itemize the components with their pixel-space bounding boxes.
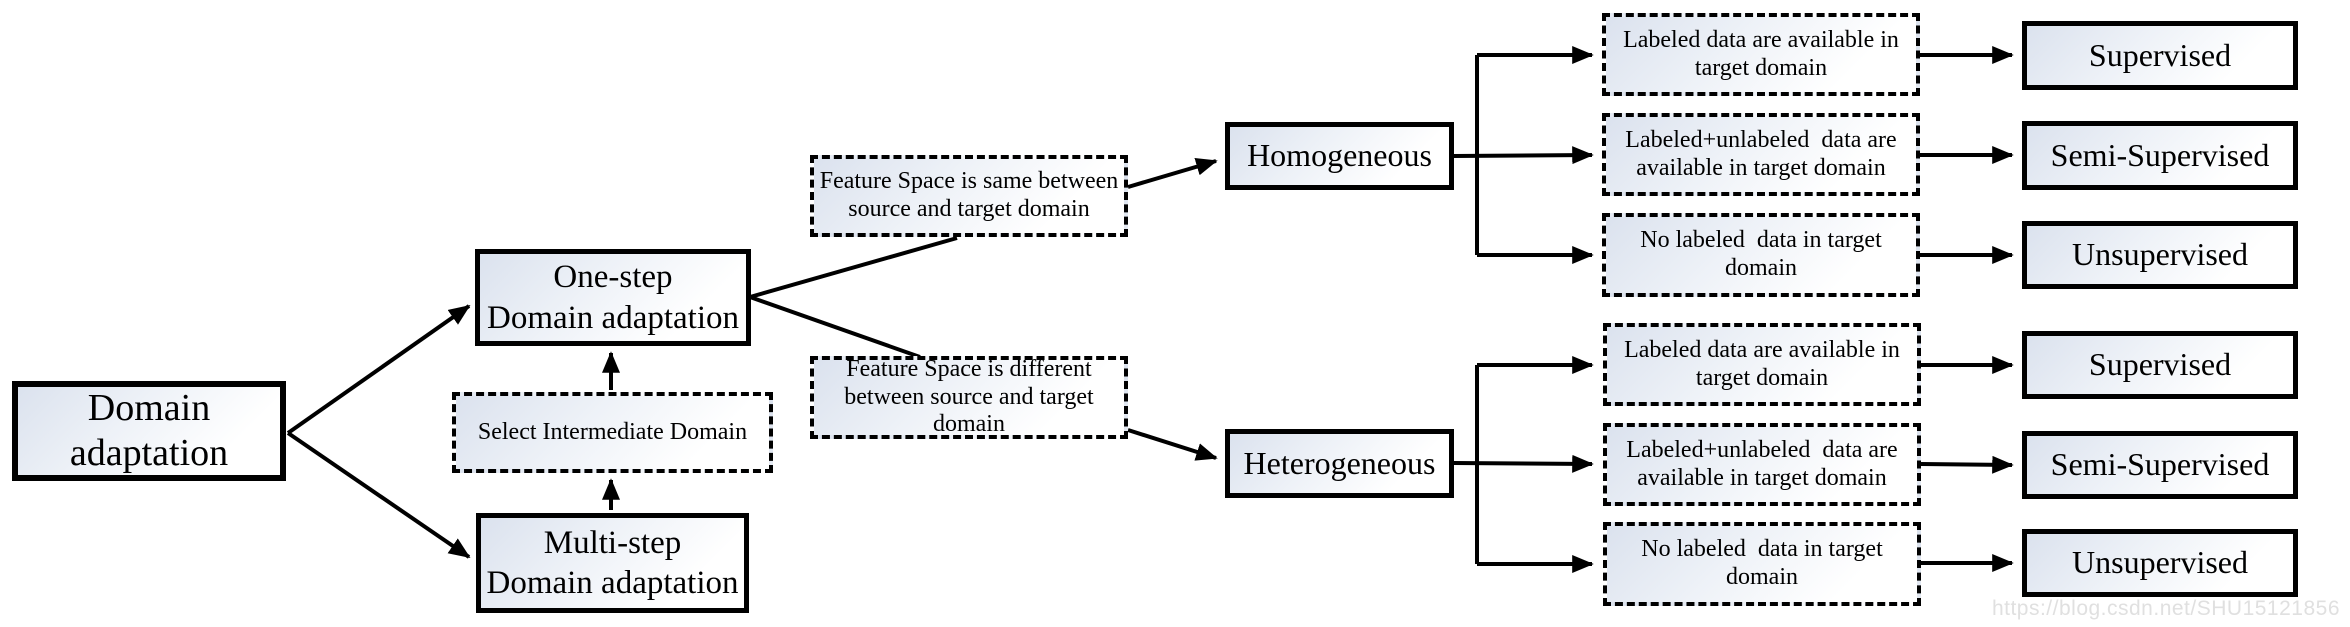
result-box: Supervised <box>2022 21 2298 90</box>
result-box: Unsupervised <box>2022 529 2298 597</box>
node-one-step-domain-adaptation: One-step Domain adaptation <box>475 249 751 346</box>
arrow-root-to-one-step <box>286 304 471 435</box>
condition-box: Labeled+unlabeled data are available in … <box>1602 113 1920 196</box>
arrow-feature-same-to-homogeneous <box>1127 157 1218 189</box>
result-box: Supervised <box>2022 331 2298 399</box>
arrow-hom-branch-2 <box>1453 146 1594 165</box>
result-box: Semi-Supervised <box>2022 121 2298 190</box>
condition-box: No labeled data in target domain <box>1602 213 1920 297</box>
arrow-feature-different-to-heterogeneous <box>1127 428 1218 461</box>
node-feature-space-different: Feature Space is different between sourc… <box>810 356 1128 439</box>
node-domain-adaptation: Domain adaptation <box>12 381 286 481</box>
condition-box: No labeled data in target domain <box>1603 522 1921 606</box>
condition-box: Labeled+unlabeled data are available in … <box>1603 423 1921 506</box>
node-multi-step-domain-adaptation: Multi-step Domain adaptation <box>476 513 749 613</box>
node-feature-space-same: Feature Space is same between source and… <box>810 155 1128 237</box>
condition-box: Labeled data are available in target dom… <box>1602 13 1920 96</box>
result-box: Semi-Supervised <box>2022 431 2298 499</box>
line-one-step-to-feature-same <box>749 236 958 299</box>
watermark: https://blog.csdn.net/SHU15121856 <box>1991 597 2340 620</box>
line-one-step-to-feature-different <box>749 295 921 359</box>
arrow-cond5-to-semi-supervised <box>1920 455 2014 474</box>
node-homogeneous: Homogeneous <box>1225 122 1454 190</box>
condition-box: Labeled data are available in target dom… <box>1603 323 1921 406</box>
arrow-het-branch-2 <box>1453 454 1594 473</box>
result-box: Unsupervised <box>2022 221 2298 289</box>
node-heterogeneous: Heterogeneous <box>1225 429 1454 498</box>
arrow-root-to-multi-step <box>286 431 471 559</box>
node-select-intermediate-domain: Select Intermediate Domain <box>452 392 773 473</box>
